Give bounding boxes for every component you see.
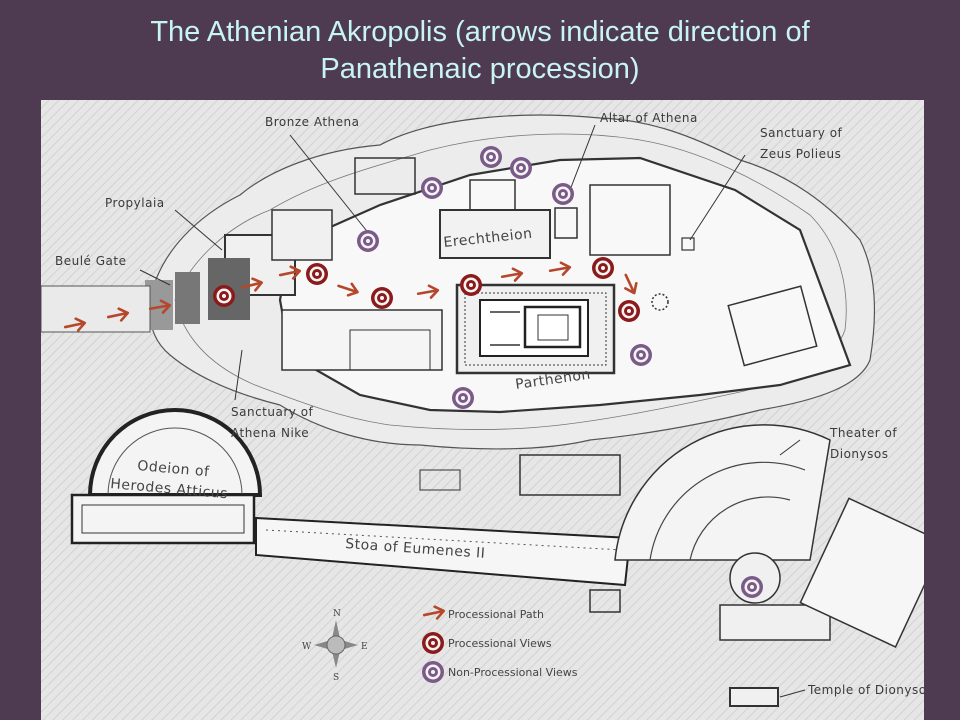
parthenon	[455, 283, 616, 375]
title-line-2: Panathenaic procession)	[320, 53, 640, 85]
processional-arrow	[278, 265, 302, 280]
non-processional-view-marker	[630, 344, 652, 366]
label-bronze-athena: Bronze Athena	[265, 115, 360, 129]
non-processional-view-marker	[552, 183, 574, 205]
legend: Processional Path Processional Views Non…	[422, 605, 578, 683]
beule-gate-approach	[41, 285, 151, 333]
slide-title: The Athenian Akropolis (arrows indicate …	[0, 14, 960, 88]
legend-processional-target	[422, 632, 444, 654]
processional-arrow	[106, 307, 130, 322]
legend-arrow-icon	[422, 605, 446, 620]
leader-lines	[139, 124, 801, 456]
akropolis-map: Bronze Athena Altar of Athena Sanctuary …	[41, 100, 924, 720]
compass-rose: N S E W	[302, 609, 368, 683]
compass-e: E	[361, 642, 368, 652]
non-processional-view-marker	[452, 387, 474, 409]
label-sanctuary-zeus-1: Sanctuary of	[760, 126, 843, 140]
processional-arrow	[422, 605, 446, 620]
label-propylaia: Propylaia	[105, 196, 165, 210]
non-processional-view-marker	[421, 177, 443, 199]
processional-view-marker	[371, 287, 393, 309]
label-altar-of-athena: Altar of Athena	[600, 111, 698, 125]
label-temple-of-dionysos: Temple of Dionysos	[807, 683, 924, 697]
processional-arrows	[63, 261, 638, 332]
label-theater-2: Dionysos	[830, 447, 888, 461]
processional-arrow	[548, 261, 572, 276]
theater-of-dionysos	[614, 424, 924, 648]
legend-processional-target-icon	[422, 632, 444, 654]
label-beule-gate: Beulé Gate	[55, 254, 127, 268]
plateau-structures	[354, 157, 818, 367]
label-theater-1: Theater of	[829, 426, 897, 440]
title-line-1: The Athenian Akropolis (arrows indicate …	[150, 16, 810, 48]
view-markers	[213, 146, 763, 598]
rock-contour-inner	[174, 133, 847, 430]
stoa-of-eumenes	[255, 516, 632, 587]
temple-of-dionysos	[729, 687, 806, 707]
non-processional-view-marker	[741, 576, 763, 598]
processional-arrow	[337, 282, 359, 297]
erechtheion	[439, 179, 578, 259]
legend-proc-views-label: Processional Views	[448, 637, 552, 650]
legend-path-label: Processional Path	[448, 608, 544, 621]
non-processional-view-marker	[510, 157, 532, 179]
processional-arrow	[240, 277, 264, 292]
compass-n: N	[333, 609, 341, 619]
processional-view-marker	[592, 257, 614, 279]
processional-view-marker	[460, 274, 482, 296]
propylaia	[145, 209, 443, 371]
south-slope-structures	[419, 454, 621, 613]
label-sanctuary-nike-1: Sanctuary of	[231, 405, 314, 419]
compass-s: S	[333, 673, 339, 683]
label-sanctuary-nike-2: Athena Nike	[231, 426, 309, 440]
processional-arrow	[416, 284, 440, 299]
processional-arrow	[63, 317, 87, 332]
non-processional-view-marker	[480, 146, 502, 168]
processional-arrow	[624, 273, 638, 295]
legend-nonprocessional-target	[422, 661, 444, 683]
odeion-herodes-atticus	[70, 408, 263, 545]
processional-view-marker	[306, 263, 328, 285]
legend-nonprocessional-target-icon	[422, 661, 444, 683]
compass-w: W	[302, 642, 312, 652]
non-processional-view-marker	[357, 230, 379, 252]
legend-nonproc-views-label: Non-Processional Views	[448, 666, 578, 679]
label-odeion-1: Odeion of	[137, 458, 211, 480]
processional-arrow	[148, 299, 172, 314]
processional-view-marker	[213, 285, 235, 307]
processional-view-marker	[618, 300, 640, 322]
processional-arrow	[500, 267, 524, 282]
label-sanctuary-zeus-2: Zeus Polieus	[760, 147, 841, 161]
